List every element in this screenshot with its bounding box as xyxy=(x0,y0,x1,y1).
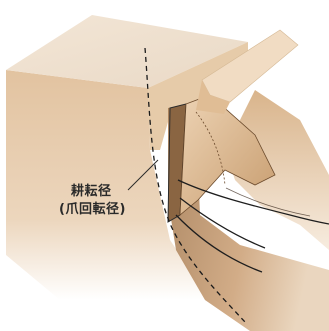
soil-top-face xyxy=(6,15,248,88)
tiller-blade-side xyxy=(196,80,230,114)
callout-leader xyxy=(127,159,159,191)
blade-dotted-guide xyxy=(195,111,226,186)
soil-front-face xyxy=(6,70,210,300)
callout-label-line1: 耕耘径 xyxy=(71,184,112,199)
rotation-path-dashed xyxy=(144,47,246,323)
callout-label-line2: (爪回転径) xyxy=(59,202,126,217)
tiller-blade-top xyxy=(201,29,299,103)
soil-far-face xyxy=(225,90,329,250)
blade-edge-line-1 xyxy=(177,179,329,225)
blade-edge-line-4 xyxy=(225,187,311,217)
blade-edge-line-3 xyxy=(175,214,263,273)
blade-edge-line-2 xyxy=(179,197,266,249)
cut-channel xyxy=(168,104,329,331)
